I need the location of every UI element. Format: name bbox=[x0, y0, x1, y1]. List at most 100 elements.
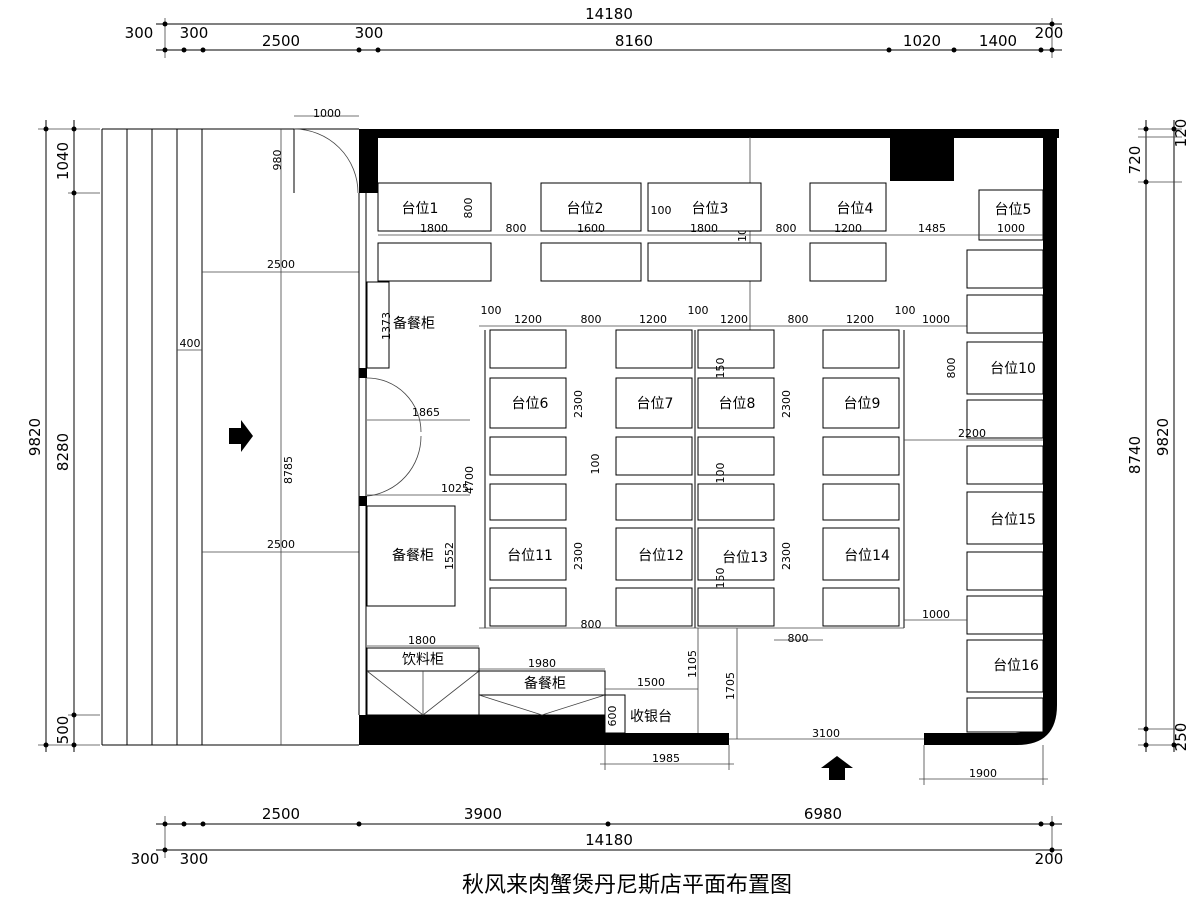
dim-row-100-a: 100 bbox=[481, 304, 502, 317]
right-dim-720: 720 bbox=[1126, 146, 1144, 175]
table-14 bbox=[822, 527, 900, 581]
sideboard-a bbox=[366, 281, 390, 369]
seat-col2-c bbox=[615, 483, 693, 521]
seat-col4-c bbox=[822, 483, 900, 521]
table-5 bbox=[978, 189, 1044, 241]
booth-seat-1 bbox=[966, 249, 1044, 289]
table-3-label: 台位3 bbox=[692, 201, 729, 217]
dim-row-1200-c: 1200 bbox=[720, 313, 748, 326]
seat-col4-b bbox=[822, 436, 900, 476]
sideboards: 备餐柜 1373 备餐柜 1552 bbox=[366, 281, 456, 607]
side-door: 1865 1025 4700 bbox=[365, 377, 476, 497]
table-11-label: 台位11 bbox=[507, 548, 553, 564]
right-booths: 台位10 800 2200 台位15 1000 台位16 bbox=[904, 249, 1044, 733]
table-2 bbox=[540, 182, 642, 232]
booth-seat-7 bbox=[966, 697, 1044, 733]
table-14-label: 台位14 bbox=[844, 548, 890, 564]
cashier-counter bbox=[604, 694, 626, 734]
table-1-label: 台位1 bbox=[402, 201, 439, 217]
dim-row-1200-a: 1200 bbox=[514, 313, 542, 326]
booth-seat-3 bbox=[966, 399, 1044, 439]
bottom-dim-3900: 3900 bbox=[464, 805, 502, 823]
dim-2500-corridor-a: 2500 bbox=[267, 258, 295, 271]
seat-col4-d bbox=[822, 587, 900, 627]
top-dim-2500: 2500 bbox=[262, 32, 300, 50]
top-row: 3100 台位1 800 台位2 台位3 100 台位4 台位5 1800 80… bbox=[377, 137, 1044, 330]
bottom-dim-2500: 2500 bbox=[262, 805, 300, 823]
right-dim-120: 120 bbox=[1172, 119, 1190, 148]
dim-1800-drinks: 1800 bbox=[408, 634, 436, 647]
dim-1373: 1373 bbox=[380, 312, 393, 340]
bottom-dim-300-a: 300 bbox=[131, 850, 160, 868]
booth-seat-4 bbox=[966, 445, 1044, 485]
seat-col1-a bbox=[489, 329, 567, 369]
dim-4700: 4700 bbox=[463, 466, 476, 494]
table-6-label: 台位6 bbox=[512, 396, 549, 412]
dim-150-a: 150 bbox=[714, 358, 727, 379]
dim-1500: 1500 bbox=[637, 676, 665, 689]
bottom-dim-200: 200 bbox=[1035, 850, 1064, 868]
seat-col2-a bbox=[615, 329, 693, 369]
dim-1600: 1600 bbox=[577, 222, 605, 235]
table-3 bbox=[647, 182, 762, 232]
dim-row-800-b: 800 bbox=[788, 313, 809, 326]
seat-col3-a bbox=[697, 329, 775, 369]
walls bbox=[358, 129, 1059, 745]
table-16 bbox=[966, 639, 1044, 693]
dim-800-bottom-b: 800 bbox=[788, 632, 809, 645]
table-8-label: 台位8 bbox=[719, 396, 756, 412]
table-11 bbox=[489, 527, 567, 581]
seat-col1-d bbox=[489, 587, 567, 627]
bottom-dim-300-b: 300 bbox=[180, 850, 209, 868]
dim-8785: 8785 bbox=[282, 456, 295, 484]
dim-100-b: 100 bbox=[589, 454, 602, 475]
dim-1025: 1025 bbox=[441, 482, 469, 495]
table-9 bbox=[822, 377, 900, 429]
seat-col2-d bbox=[615, 587, 693, 627]
table-10-label: 台位10 bbox=[990, 361, 1036, 377]
top-dim-300-b: 300 bbox=[180, 24, 209, 42]
dim-2500-corridor-b: 2500 bbox=[267, 538, 295, 551]
booth-seat-6 bbox=[966, 595, 1044, 635]
sideboard-c-label: 备餐柜 bbox=[524, 675, 566, 692]
table-2-label: 台位2 bbox=[567, 201, 604, 217]
dim-800-a: 800 bbox=[506, 222, 527, 235]
entrance-arrow-bottom-icon bbox=[821, 756, 853, 780]
dim-100-c: 100 bbox=[714, 463, 727, 484]
table-15-label: 台位15 bbox=[990, 512, 1036, 528]
cashier-label: 收银台 bbox=[630, 709, 672, 725]
seat-col4-a bbox=[822, 329, 900, 369]
top-dimension-chain: 14180 300 300 2500 300 8160 1020 1400 20… bbox=[125, 5, 1064, 58]
top-dim-200: 200 bbox=[1035, 24, 1064, 42]
dim-600: 600 bbox=[606, 706, 619, 727]
dim-row-1000: 1000 bbox=[922, 313, 950, 326]
dim-1705: 1705 bbox=[724, 672, 737, 700]
booth-seat-5 bbox=[966, 551, 1044, 591]
table-16-label: 台位16 bbox=[993, 658, 1039, 674]
dim-1000-door: 1000 bbox=[313, 107, 341, 120]
table-7-label: 台位7 bbox=[637, 396, 674, 412]
dim-row-100-b: 100 bbox=[688, 304, 709, 317]
bottom-dimension-chain: 2500 3900 6980 14180 300 300 200 bbox=[131, 805, 1064, 868]
dim-1985: 1985 bbox=[652, 752, 680, 765]
dim-1800-t1: 1800 bbox=[420, 222, 448, 235]
dim-1800-t3: 1800 bbox=[690, 222, 718, 235]
seat-col3-b bbox=[697, 436, 775, 476]
table-10 bbox=[966, 341, 1044, 395]
drinks-cabinet-label: 饮料柜 bbox=[402, 652, 444, 668]
dim-3100-horizontal: 3100 bbox=[812, 727, 840, 740]
dim-400: 400 bbox=[180, 337, 201, 350]
right-dim-250: 250 bbox=[1172, 723, 1190, 752]
sideboard-c bbox=[478, 670, 606, 716]
table-13 bbox=[697, 527, 775, 581]
dim-800-bottom-a: 800 bbox=[581, 618, 602, 631]
table-4 bbox=[809, 182, 887, 232]
dim-800-t10: 800 bbox=[945, 358, 958, 379]
table-1-seat bbox=[377, 242, 492, 282]
dim-2300-c: 2300 bbox=[780, 390, 793, 418]
table-4-seat bbox=[809, 242, 887, 282]
seat-col2-b bbox=[615, 436, 693, 476]
dim-100-t3: 100 bbox=[651, 204, 672, 217]
right-total-dim: 9820 bbox=[1154, 418, 1172, 456]
dim-800-t1: 800 bbox=[462, 198, 475, 219]
